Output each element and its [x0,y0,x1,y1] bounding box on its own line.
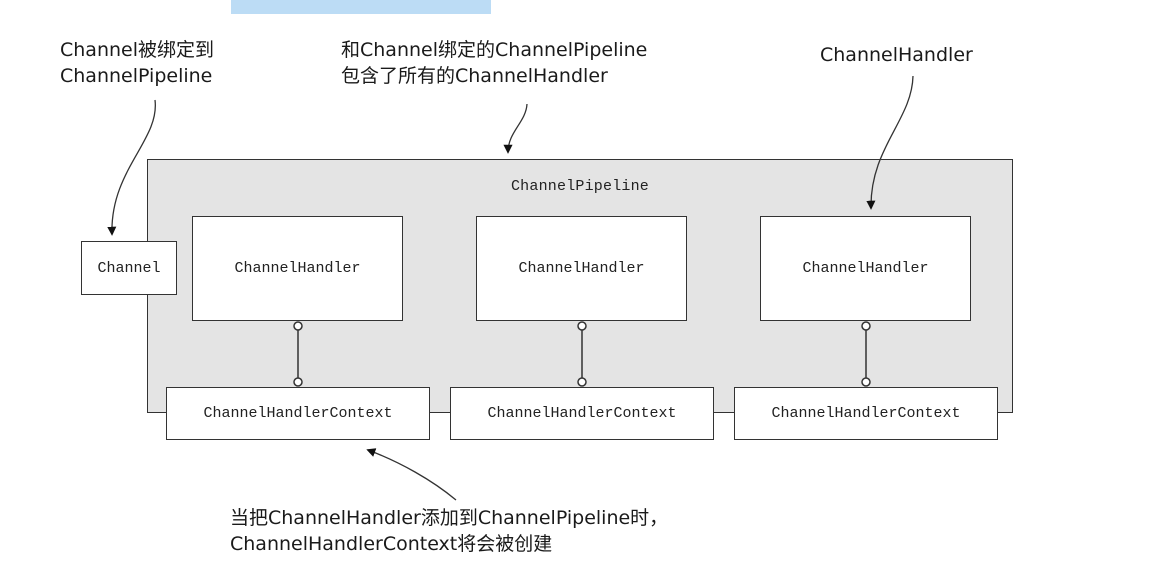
annotation-line: 包含了所有的ChannelHandler [341,65,608,87]
annotation-line: ChannelPipeline [60,65,213,87]
channel-handler-label: ChannelHandler [234,260,361,277]
channel-handler-context-label: ChannelHandlerContext [203,405,393,422]
channel-handler-context-box-1: ChannelHandlerContext [166,387,430,440]
channel-handler-box-1: ChannelHandler [192,216,403,321]
channel-handler-context-label: ChannelHandlerContext [771,405,961,422]
context-created-annotation: 当把ChannelHandler添加到ChannelPipeline时， Cha… [230,505,668,557]
annotation-line: 当把ChannelHandler添加到ChannelPipeline时， [230,507,669,529]
channel-handler-context-box-2: ChannelHandlerContext [450,387,714,440]
annotation-line: Channel被绑定到 [60,39,215,61]
channel-handler-context-label: ChannelHandlerContext [487,405,677,422]
channel-handler-box-3: ChannelHandler [760,216,971,321]
channel-pipeline-label: ChannelPipeline [510,178,650,195]
channel-handler-box-2: ChannelHandler [476,216,687,321]
channel-handler-label: ChannelHandler [518,260,645,277]
channel-binding-annotation: Channel被绑定到 ChannelPipeline [60,37,214,89]
arrow-to-context [366,448,457,501]
arrow-to-pipeline [503,103,528,154]
pipeline-contains-annotation: 和Channel绑定的ChannelPipeline 包含了所有的Channel… [341,37,647,89]
channel-handler-context-box-3: ChannelHandlerContext [734,387,998,440]
channel-label: Channel [97,259,161,277]
top-cropped-banner [231,0,491,14]
annotation-line: ChannelHandlerContext将会被创建 [230,533,553,555]
annotation-line: 和Channel绑定的ChannelPipeline [341,39,648,61]
handler-annotation: ChannelHandler [820,42,973,68]
channel-box: Channel [81,241,177,295]
channel-handler-label: ChannelHandler [802,260,929,277]
annotation-line: ChannelHandler [820,44,973,66]
